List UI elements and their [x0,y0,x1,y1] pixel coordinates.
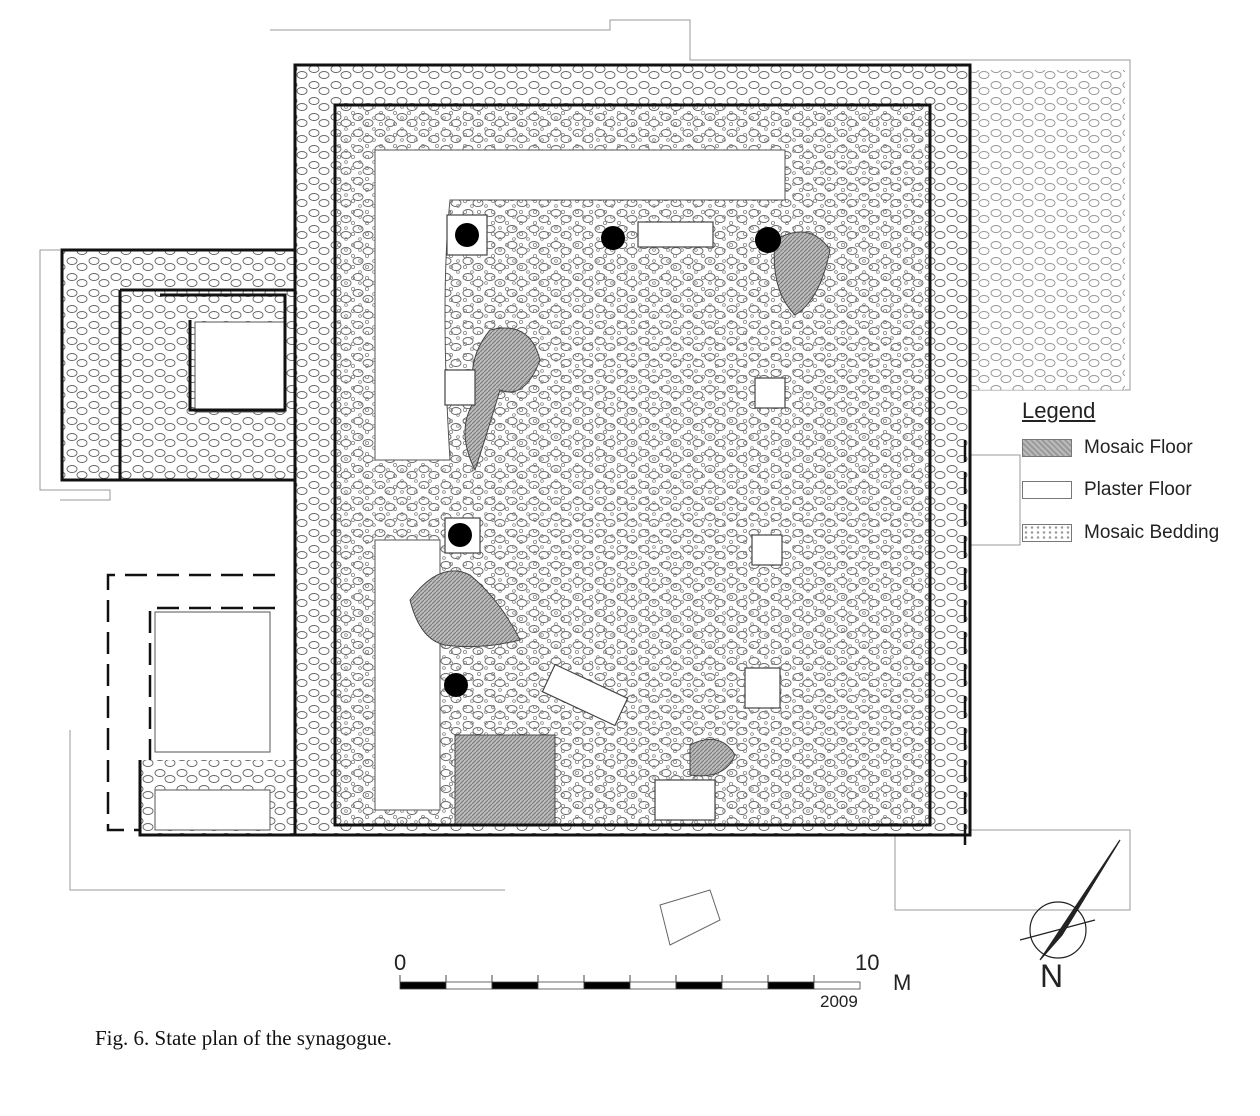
columns [444,223,781,697]
legend-title: Legend [1022,398,1096,423]
legend-label: Mosaic Floor [1084,437,1193,458]
scale-segment [583,981,631,990]
legend-label: Plaster Floor [1084,479,1192,500]
north-label: N [1040,958,1064,994]
scale-bar [399,975,861,990]
scale-segment [721,981,769,990]
scale-segment [767,981,815,990]
legend-label: Mosaic Bedding [1084,522,1220,543]
legend-item-mosaic-floor: Mosaic Floor [1022,435,1193,461]
dashed-reconstruction [106,440,967,845]
mosaic-floor-patches [409,231,831,826]
column-bases [444,214,786,821]
figure-caption: Fig. 6. State plan of the synagogue. [95,1026,392,1050]
bedding-swatch [1022,524,1072,542]
scale-segment [813,981,861,990]
scale-segment [629,981,677,990]
north-arrow-icon [1019,839,1121,961]
scale-segment [491,981,539,990]
wall-lines [60,63,972,837]
mosaic-swatch [1022,439,1072,457]
legend-item-plaster-floor: Plaster Floor [1022,477,1192,503]
scale-segment [445,981,493,990]
scale-unit-label: M [893,970,912,995]
plaster-swatch [1022,481,1072,499]
scale-segment [537,981,585,990]
legend-item-mosaic-bedding: Mosaic Bedding [1022,520,1219,546]
scale-end-label: 10 [855,950,880,975]
loose-block [659,889,721,946]
scale-year-label: 2009 [820,992,858,1011]
scale-segment [399,981,447,990]
scale-start-label: 0 [394,950,407,975]
scale-segment [675,981,723,990]
